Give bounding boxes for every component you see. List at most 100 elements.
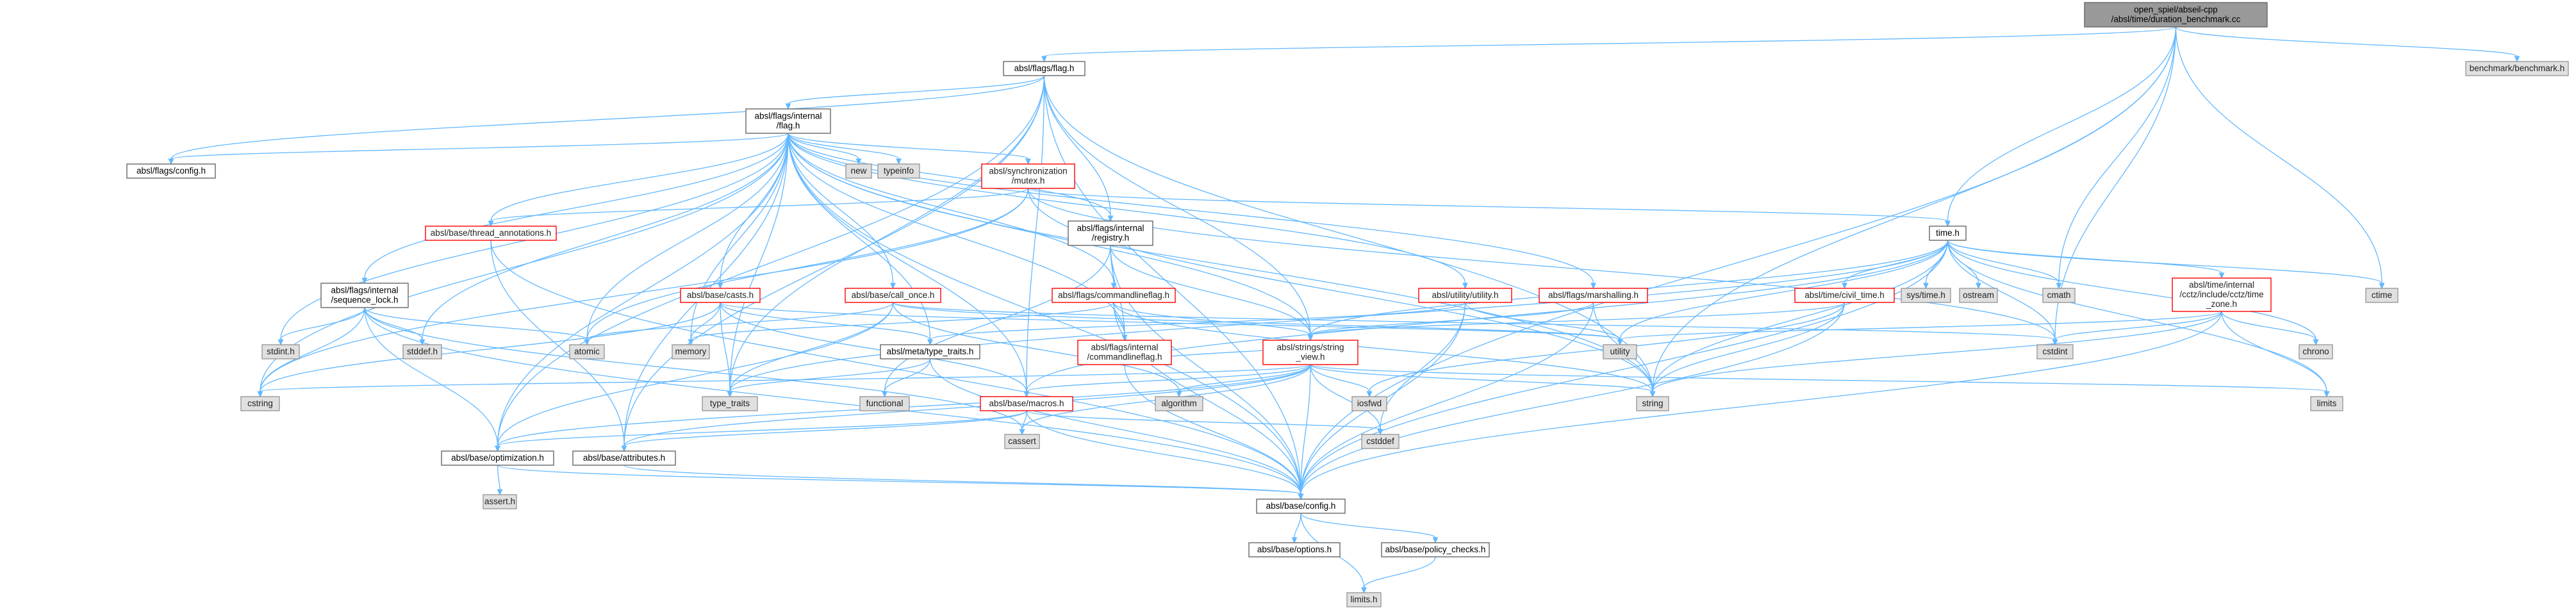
node-options-h[interactable]: absl/base/options.h: [1248, 542, 1341, 557]
node-box: [1539, 288, 1648, 303]
node-label: string: [1642, 399, 1663, 408]
node-layer: open_spiel/abseil-cpp/absl/time/duration…: [126, 2, 2569, 607]
edge-arrowhead: [1107, 215, 1114, 222]
edge-flags-internal-flag-h-to-flags-internal-registry-h: [788, 133, 1111, 217]
node-box: [1901, 288, 1951, 303]
edge-flag-h-to-macros-h: [1026, 75, 1045, 392]
node-commandlineflag-h[interactable]: absl/flags/commandlineflag.h: [1052, 288, 1176, 303]
node-flags-internal-flag-h[interactable]: absl/flags/internal/flag.h: [745, 108, 831, 134]
node-flags-config-h[interactable]: absl/flags/config.h: [126, 163, 216, 179]
edge-time-h-to-config-h: [1300, 240, 1949, 495]
node-label: sys/time.h: [1906, 290, 1945, 300]
node-box: [1003, 61, 1086, 76]
edge-arrowhead: [1041, 56, 1047, 63]
edge-arrowhead: [890, 283, 896, 290]
node-type-traits-h[interactable]: absl/meta/type_traits.h: [880, 344, 980, 359]
edge-arrowhead: [1590, 283, 1596, 290]
edge-flags-internal-flag-h-to-call-once-h: [788, 133, 894, 284]
node-optimization-h[interactable]: absl/base/optimization.h: [441, 450, 554, 466]
edge-arrowhead: [785, 103, 791, 110]
edge-cctz-time-zone-h-to-string: [1652, 311, 2222, 392]
node-box: [1068, 220, 1153, 246]
node-box: [2172, 277, 2272, 312]
edge-macros-h-to-cstddef: [1026, 410, 1381, 430]
edge-flags-internal-registry-h-to-functional: [884, 245, 1111, 392]
edge-time-h-to-string: [1652, 240, 1949, 392]
edge-casts-h-to-type-traits: [720, 302, 731, 392]
edge-arrowhead: [855, 158, 862, 165]
node-casts-h[interactable]: absl/base/casts.h: [680, 288, 761, 303]
node-label: absl/base/policy_checks.h: [1385, 545, 1486, 554]
node-config-h[interactable]: absl/base/config.h: [1256, 499, 1346, 514]
node-seqlock-h[interactable]: absl/flags/internal/sequence_lock.h: [320, 283, 409, 308]
node-box: [425, 226, 557, 241]
edge-flags-internal-flag-h-to-commandlineflag-h: [788, 133, 1114, 284]
edge-arrowhead: [621, 445, 627, 452]
node-cstring: cstring: [240, 396, 280, 411]
edge-string-view-h-to-cstddef: [1310, 364, 1381, 430]
node-box: [1418, 288, 1512, 303]
edge-string-view-h-to-iosfwd: [1310, 364, 1370, 392]
edge-root-to-flag-h: [1043, 26, 2177, 57]
edge-time-h-to-cstdint: [1947, 240, 2056, 340]
node-thread-annotations-h[interactable]: absl/base/thread_annotations.h: [425, 226, 557, 241]
edge-cctz-time-zone-h-to-cstdint: [2054, 311, 2222, 340]
edge-arrowhead: [1366, 391, 1373, 398]
node-flag-h[interactable]: absl/flags/flag.h: [1003, 61, 1086, 76]
edge-flag-h-to-string-view-h: [1043, 75, 1311, 336]
node-label: _zone.h: [2206, 299, 2237, 309]
edge-call-once-h-to-type-traits: [729, 302, 894, 392]
edge-attributes-h-to-config-h: [623, 465, 1301, 495]
node-string-view-h[interactable]: absl/strings/string_view.h: [1262, 340, 1358, 365]
node-root[interactable]: open_spiel/abseil-cpp/absl/time/duration…: [2084, 2, 2268, 28]
edge-flags-internal-flag-h-to-new: [788, 133, 859, 160]
node-box: [441, 450, 554, 466]
edge-seqlock-h-to-cstring: [260, 307, 365, 392]
edge-time-h-to-utility: [1619, 240, 1949, 340]
edge-root-to-ctime: [2175, 26, 2382, 284]
node-box: [877, 163, 920, 179]
edge-arrowhead: [1462, 283, 1468, 290]
node-macros-h[interactable]: absl/base/macros.h: [980, 396, 1073, 411]
edge-type-traits-h-to-config-h: [929, 358, 1301, 495]
node-chrono: chrono: [2299, 344, 2333, 359]
node-box: [320, 283, 409, 308]
edge-macros-h-to-config-h: [1026, 410, 1301, 495]
node-marshalling-h[interactable]: absl/flags/marshalling.h: [1539, 288, 1648, 303]
node-flags-internal-registry-h[interactable]: absl/flags/internal/registry.h: [1068, 220, 1153, 246]
node-stdint-h: stdint.h: [261, 344, 300, 359]
node-label: chrono: [2302, 347, 2329, 356]
node-string: string: [1636, 396, 1669, 411]
node-time-h[interactable]: time.h: [1929, 226, 1967, 241]
node-box: [2042, 288, 2076, 303]
edge-seqlock-h-to-stdint-h: [280, 307, 365, 340]
node-policy-checks-h[interactable]: absl/base/policy_checks.h: [1381, 542, 1490, 557]
edge-arrowhead: [495, 445, 500, 452]
edge-arrowhead: [1110, 283, 1117, 290]
edge-arrowhead: [2052, 339, 2058, 346]
node-sync-mutex-h[interactable]: absl/synchronization/mutex.h: [981, 163, 1075, 189]
node-label: cstring: [247, 399, 273, 408]
node-assert-h: assert.h: [483, 494, 517, 509]
node-label: absl/base/options.h: [1257, 545, 1332, 554]
node-label: stdint.h: [267, 347, 295, 356]
edge-seqlock-h-to-atomic: [364, 307, 588, 340]
node-new: new: [845, 163, 872, 179]
node-attributes-h[interactable]: absl/base/attributes.h: [572, 450, 676, 466]
edge-arrowhead: [2218, 272, 2225, 279]
node-box: [1603, 344, 1637, 359]
node-box: [1155, 396, 1203, 411]
node-internal-commandlineflag-h[interactable]: absl/flags/internal/commandlineflag.h: [1077, 340, 1172, 365]
node-utility-h[interactable]: absl/utility/utility.h: [1418, 288, 1512, 303]
node-box: [2299, 344, 2333, 359]
edge-type-traits-h-to-functional: [884, 358, 931, 392]
node-label: /sequence_lock.h: [331, 295, 398, 305]
edge-flags-internal-flag-h-to-optimization-h: [497, 133, 789, 447]
node-civil-time-h[interactable]: absl/time/civil_time.h: [1794, 288, 1895, 303]
edge-call-once-h-to-cstdint: [892, 302, 2056, 340]
node-cctz-time-zone-h[interactable]: absl/time/internal/cctz/include/cctz/tim…: [2172, 277, 2272, 312]
edge-civil-time-h-to-string-view-h: [1310, 302, 1845, 336]
node-call-once-h[interactable]: absl/base/call_once.h: [845, 288, 941, 303]
node-functional: functional: [859, 396, 910, 411]
edge-config-h-to-options-h: [1294, 513, 1301, 538]
